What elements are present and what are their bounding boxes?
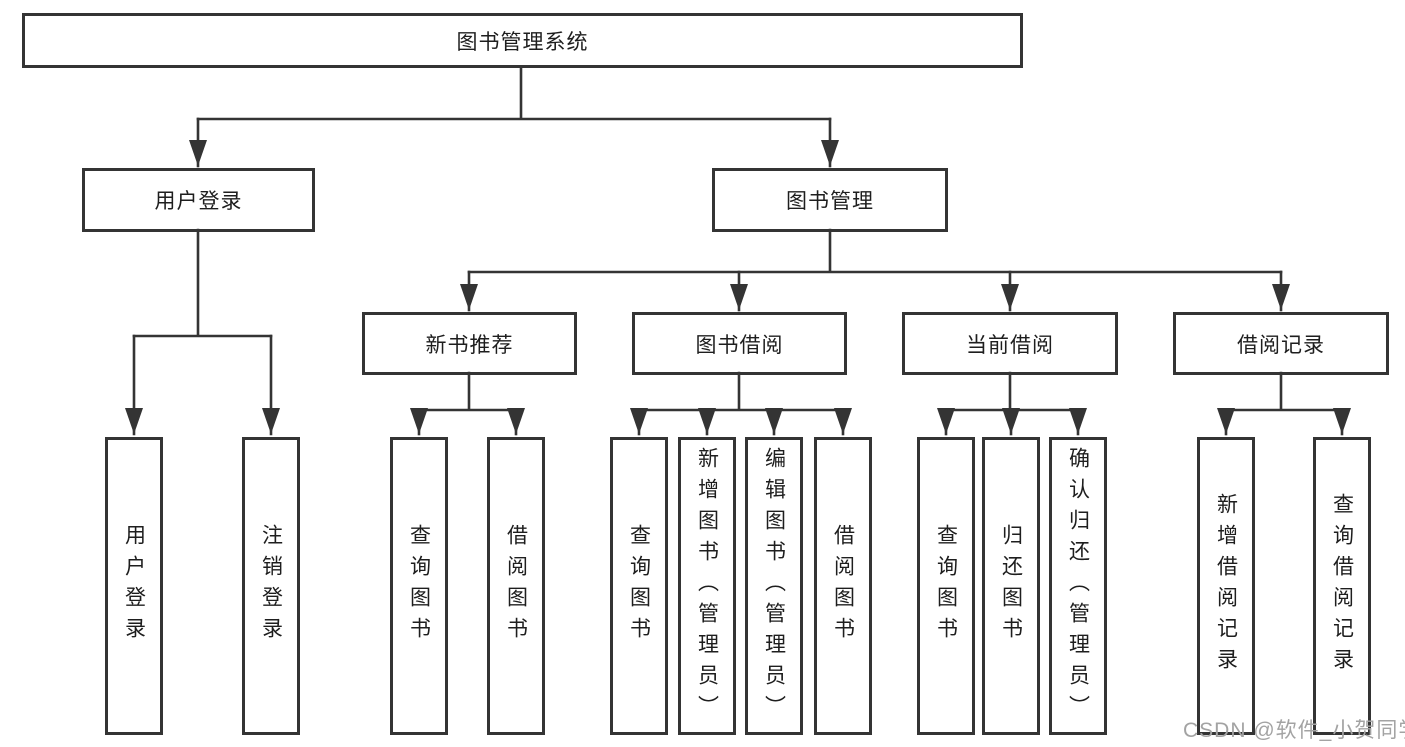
node-current-borrow: 当前借阅 — [902, 312, 1118, 375]
node-label: 确认归还（管理员） — [1066, 446, 1090, 726]
node-label: 编辑图书（管理员） — [762, 446, 786, 726]
bus-current-borrow — [944, 371, 1080, 412]
node-label: 查询图书 — [407, 524, 431, 648]
leaf-add-book-admin: 新增图书（管理员） — [678, 437, 736, 735]
node-label: 注销登录 — [259, 524, 283, 648]
node-user-login: 用户登录 — [82, 168, 315, 232]
leaf-user-login: 用户登录 — [105, 437, 163, 735]
csdn-watermark: CSDN @软件_小贺同学 — [1183, 719, 1405, 742]
node-label: 用户登录 — [154, 190, 243, 213]
node-label: 新书推荐 — [425, 333, 514, 357]
bus-root — [196, 65, 832, 121]
node-label: 新增借阅记录 — [1214, 493, 1238, 679]
node-label: 用户登录 — [122, 524, 146, 648]
node-new-book-recommend: 新书推荐 — [362, 312, 577, 375]
node-label: 查询图书 — [627, 524, 651, 648]
node-book-management: 图书管理 — [712, 168, 948, 232]
bus-book-management — [467, 228, 1283, 274]
node-label: 借阅图书 — [831, 524, 855, 648]
node-label: 当前借阅 — [966, 333, 1054, 357]
leaf-borrow-books: 借阅图书 — [814, 437, 872, 735]
leaf-return-book: 归还图书 — [982, 437, 1040, 735]
leaf-query-books-borrow: 查询图书 — [610, 437, 668, 735]
node-label: 归还图书 — [999, 524, 1023, 648]
leaf-borrow-books-recommend: 借阅图书 — [487, 437, 545, 735]
node-library-management-system: 图书管理系统 — [22, 13, 1023, 68]
leaf-logout: 注销登录 — [242, 437, 300, 735]
node-label: 新增图书（管理员） — [695, 446, 719, 726]
node-label: 查询图书 — [934, 524, 958, 648]
node-label: 借阅记录 — [1237, 333, 1325, 357]
node-label: 图书管理系统 — [456, 30, 589, 54]
bus-borrow-records — [1224, 371, 1344, 412]
node-borrow-records: 借阅记录 — [1173, 312, 1389, 375]
bus-book-borrow — [637, 371, 845, 412]
leaf-query-books-recommend: 查询图书 — [390, 437, 448, 735]
bus-new-book-recommend — [417, 371, 518, 412]
leaf-edit-book-admin: 编辑图书（管理员） — [745, 437, 803, 735]
leaf-confirm-return-admin: 确认归还（管理员） — [1049, 437, 1107, 735]
node-label: 借阅图书 — [504, 524, 528, 648]
node-label: 图书管理 — [786, 190, 874, 213]
leaf-query-borrow-record: 查询借阅记录 — [1313, 437, 1371, 735]
node-label: 查询借阅记录 — [1330, 493, 1354, 679]
bus-user-login — [132, 228, 273, 338]
node-book-borrow: 图书借阅 — [632, 312, 847, 375]
node-label: 图书借阅 — [695, 333, 784, 357]
leaf-query-books-current: 查询图书 — [917, 437, 975, 735]
leaf-add-borrow-record: 新增借阅记录 — [1197, 437, 1255, 735]
